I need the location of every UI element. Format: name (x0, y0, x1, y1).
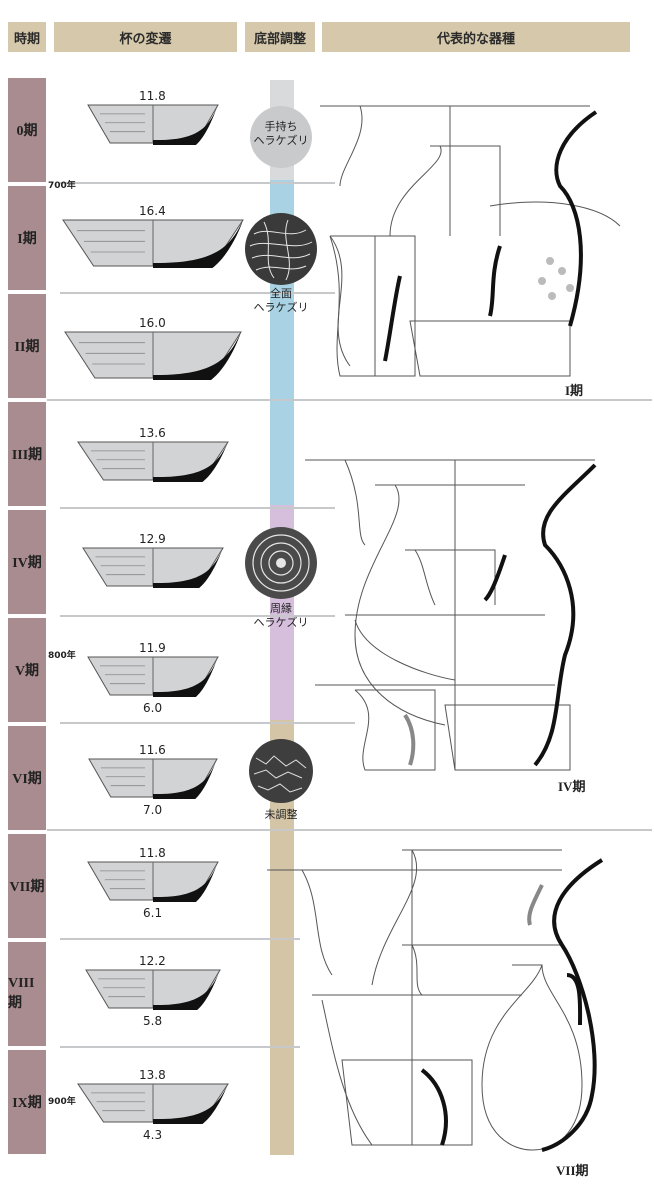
year-800: 800年 (48, 651, 76, 661)
cup-profile-3 (77, 441, 229, 482)
period-9: IX期 (8, 1050, 46, 1154)
cup-profile-7 (87, 861, 219, 902)
full-surface-scraping-label: 全面 ヘラケズリ (253, 287, 309, 314)
cup-section (153, 548, 223, 588)
cup-profile-8 (85, 969, 221, 1010)
vessel-group-period-4 (305, 459, 597, 771)
period-2: II期 (8, 294, 46, 398)
cup-profile-5 (87, 656, 219, 697)
period-6: VI期 (8, 726, 46, 830)
cup-rim-diameter: 11.8 (139, 89, 166, 103)
cup-rim-diameter: 13.6 (139, 426, 166, 440)
cup-section (153, 759, 217, 799)
year-900: 900年 (48, 1097, 76, 1107)
cup-profile-2 (64, 331, 242, 380)
header-base-adjustment: 底部調整 (245, 22, 315, 52)
cup-rim-diameter: 13.8 (139, 1068, 166, 1082)
cup-profile-0 (87, 104, 219, 145)
divider-5 (60, 722, 355, 724)
cup-rim-diameter: 16.0 (139, 316, 166, 330)
cup-section (153, 442, 228, 482)
cup-section (153, 657, 218, 697)
cup-rim-diameter: 11.8 (139, 846, 166, 860)
cup-profile-4 (82, 547, 224, 588)
cup-rim-diameter: 11.6 (139, 743, 166, 757)
hand-held-scraping-circle (250, 106, 312, 168)
cup-rim-diameter: 16.4 (139, 204, 166, 218)
vessel-group-label-7: VII期 (556, 1163, 589, 1178)
cup-rim-diameter: 12.2 (139, 954, 166, 968)
periphery-scraping-label: 周縁 ヘラケズリ (253, 602, 309, 629)
cup-section (153, 332, 241, 380)
vessel-group-label-1: I期 (565, 383, 584, 398)
period-7: VII期 (8, 834, 46, 938)
unadjusted-base-icon (249, 739, 313, 803)
cup-rim-diameter: 11.9 (139, 641, 166, 655)
header-representative-vessels: 代表的な器種 (322, 22, 630, 52)
divider-3 (60, 507, 335, 509)
cup-profile-1 (62, 219, 244, 268)
divider-4 (60, 615, 335, 617)
period-1: I期 (8, 186, 46, 290)
cup-base-diameter: 5.8 (143, 1014, 163, 1028)
period-3: III期 (8, 402, 46, 506)
cup-rim-diameter: 12.9 (139, 532, 166, 546)
vessel-group-period-7 (267, 849, 604, 1152)
divider-0 (60, 182, 335, 184)
full-surface-scraping-icon (245, 213, 317, 285)
cup-profile-9 (77, 1083, 229, 1124)
divider-8 (60, 1046, 300, 1048)
period-4: IV期 (8, 510, 46, 614)
cup-section (153, 1084, 228, 1124)
divider-1 (60, 292, 335, 294)
header-cup-evolution: 杯の変遷 (54, 22, 237, 52)
unadjusted-base-label: 未調整 (264, 808, 298, 821)
hand-held-scraping-label: 手持ち ヘラケズリ (253, 120, 309, 147)
cup-profile-6 (88, 758, 218, 799)
cup-section (153, 220, 243, 268)
cup-section (153, 862, 218, 902)
vessel-group-period-1 (320, 105, 621, 377)
cup-section (153, 105, 218, 145)
period-8: VIII期 (8, 942, 46, 1046)
cup-base-diameter: 4.3 (143, 1128, 163, 1142)
divider-7 (60, 938, 300, 940)
section-separator-2 (47, 829, 652, 831)
cup-base-diameter: 7.0 (143, 803, 163, 817)
header-period: 時期 (8, 22, 46, 52)
period-0: 0期 (8, 78, 46, 182)
periphery-scraping-icon (245, 527, 317, 599)
cup-base-diameter: 6.0 (143, 701, 163, 715)
section-separator-1 (47, 399, 652, 401)
cup-section (153, 970, 220, 1010)
vessel-group-label-4: IV期 (558, 779, 586, 794)
year-700: 700年 (48, 181, 76, 191)
period-5: V期 (8, 618, 46, 722)
cup-base-diameter: 6.1 (143, 906, 163, 920)
